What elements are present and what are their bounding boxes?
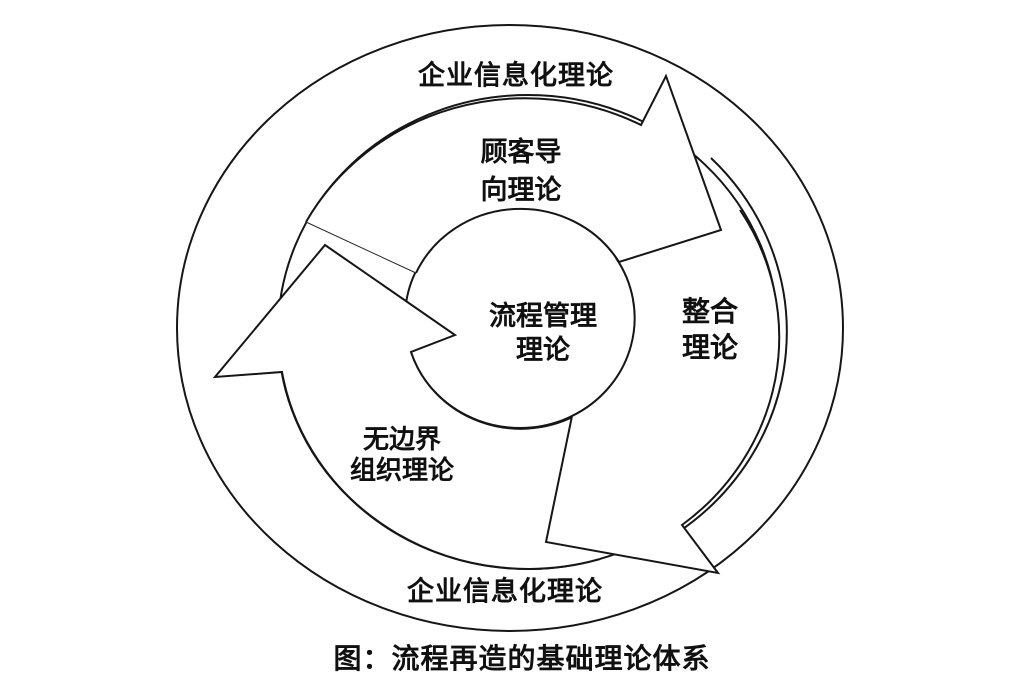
label-customer-orientation-line1: 顾客导 (480, 137, 562, 167)
cycle-arrow-top (305, 73, 723, 274)
label-customer-orientation-theory: 顾客导 向理论 (481, 133, 562, 209)
label-integration-line1: 整合 (681, 297, 739, 328)
figure-caption: 图：流程再造的基础理论体系 (333, 644, 711, 675)
label-boundaryless-line1: 无边界 (362, 425, 442, 454)
label-process-management-line2: 理论 (516, 335, 570, 365)
label-enterprise-informatization-top: 企业信息化理论 (418, 60, 614, 91)
cycle-arrow-top-tail-line (305, 221, 417, 274)
label-integration-line2: 理论 (681, 333, 739, 364)
label-boundaryless-organization-theory: 无边界 组织理论 (350, 424, 454, 486)
cycle-arrow-left (212, 243, 601, 570)
label-process-management-line1: 流程管理 (489, 301, 597, 331)
label-integration-theory: 整合 理论 (682, 295, 738, 367)
cycle-arrow-right-fill (546, 210, 780, 573)
label-process-management-theory: 流程管理 理论 (489, 299, 597, 367)
label-customer-orientation-line2: 向理论 (480, 175, 562, 205)
outer-boundary-ellipse (176, 24, 844, 632)
cycle-arrow-right (544, 209, 781, 575)
label-boundaryless-line2: 组织理论 (349, 456, 455, 485)
middle-ring-double-arc (676, 157, 788, 534)
cycle-arrow-left-fill (215, 245, 600, 569)
label-enterprise-informatization-bottom: 企业信息化理论 (407, 576, 603, 607)
